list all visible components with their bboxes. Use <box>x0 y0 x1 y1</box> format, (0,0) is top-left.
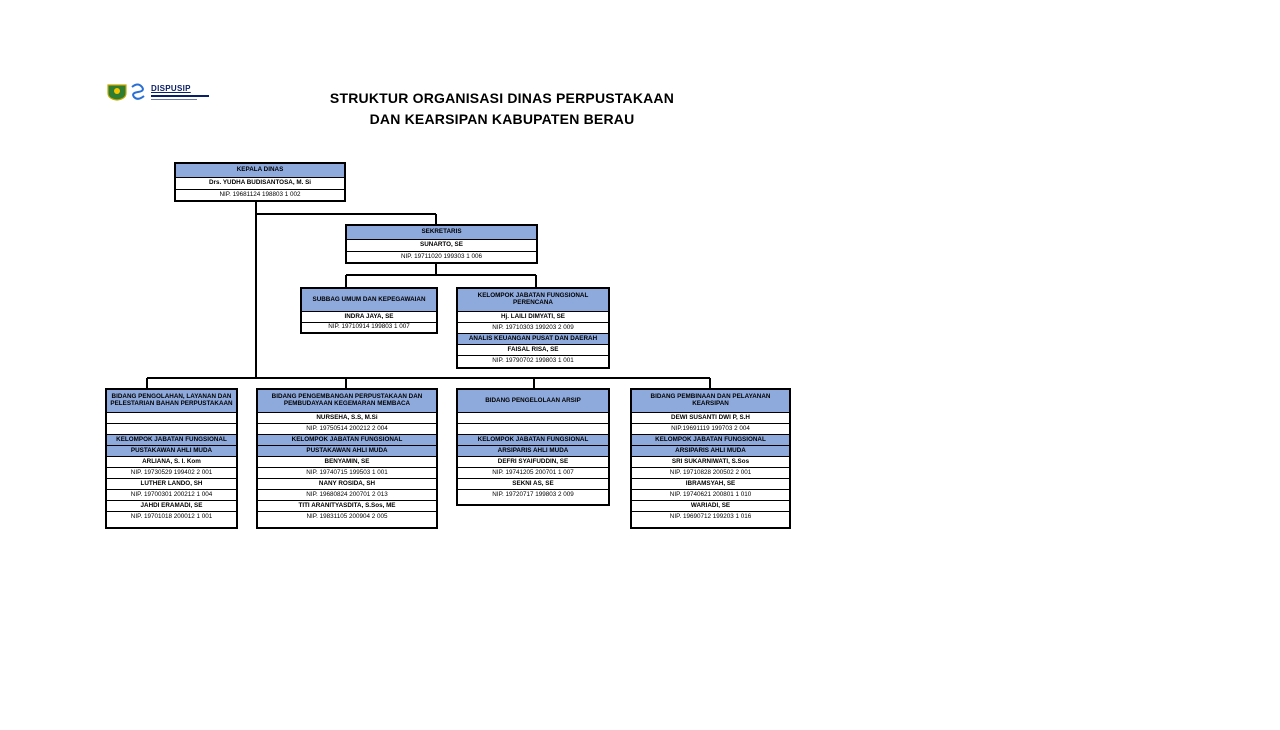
bidang4-header: BIDANG PEMBINAAN DAN PELAYANAN KEARSIPAN <box>632 390 789 413</box>
bidang-pengelolaan-arsip-box: BIDANG PENGELOLAAN ARSIP KELOMPOK JABATA… <box>456 388 610 506</box>
member-name: TITI ARANITYASDITA, S.Sos, ME <box>258 501 436 512</box>
member-nip: NIP. 19831105 200904 2 005 <box>306 513 388 521</box>
bidang2-head-name: NURSEHA, S.S, M.Si <box>258 413 436 424</box>
member-name: IBRAMSYAH, SE <box>632 479 789 490</box>
analis-name: FAISAL RISA, SE <box>458 345 608 356</box>
brand-name: DISPUSIP <box>151 83 191 93</box>
bidang1-empty-row <box>107 424 236 435</box>
member-name: NANY ROSIDA, SH <box>258 479 436 490</box>
member-nip: NIP. 19710828 200502 2 001 <box>632 468 789 479</box>
bidang2-group-sub: PUSTAKAWAN AHLI MUDA <box>258 446 436 457</box>
member-name: LUTHER LANDO, SH <box>107 479 236 490</box>
sekretaris-nip: NIP. 19711020 199303 1 006 <box>400 252 482 260</box>
subbag-nip: NIP. 19710914 199803 1 007 <box>328 323 410 331</box>
berau-emblem-icon <box>107 84 127 101</box>
brand-block: DISPUSIP <box>151 83 209 100</box>
bidang4-head-name: DEWI SUSANTI DWI P, S.H <box>632 413 789 424</box>
bidang1-header: BIDANG PENGOLAHAN, LAYANAN DAN PELESTARI… <box>107 390 236 413</box>
analis-nip: NIP. 19790702 199803 1 001 <box>492 357 574 365</box>
member-nip: NIP. 19720717 199803 2 009 <box>492 491 574 499</box>
bidang3-header: BIDANG PENGELOLAAN ARSIP <box>458 390 608 413</box>
kepala-name: Drs. YUDHA BUDISANTOSA, M. Si <box>176 178 344 190</box>
member-nip: NIP. 19730529 199402 2 001 <box>107 468 236 479</box>
member-nip: NIP. 19740621 200801 1 010 <box>632 490 789 501</box>
bidang1-empty-row <box>107 413 236 424</box>
brand-subline <box>151 98 197 100</box>
brand-underline <box>151 94 209 97</box>
sekretaris-name: SUNARTO, SE <box>347 240 536 252</box>
member-name: JAHDI ERAMADI, SE <box>107 501 236 512</box>
bidang-pengolahan-box: BIDANG PENGOLAHAN, LAYANAN DAN PELESTARI… <box>105 388 238 529</box>
bidang-pengembangan-box: BIDANG PENGEMBANGAN PERPUSTAKAAN DAN PEM… <box>256 388 438 529</box>
perencana-nip: NIP. 19710303 199203 2 009 <box>458 323 608 334</box>
bidang-pembinaan-box: BIDANG PEMBINAAN DAN PELAYANAN KEARSIPAN… <box>630 388 791 529</box>
sekretaris-box: SEKRETARIS SUNARTO, SE NIP. 19711020 199… <box>345 224 538 264</box>
bidang1-group-header: KELOMPOK JABATAN FUNGSIONAL <box>107 435 236 446</box>
bidang4-group-header: KELOMPOK JABATAN FUNGSIONAL <box>632 435 789 446</box>
bidang3-group-header: KELOMPOK JABATAN FUNGSIONAL <box>458 435 608 446</box>
member-name: ARLIANA, S. I. Kom <box>107 457 236 468</box>
bidang3-empty-row <box>458 413 608 424</box>
member-nip: NIP. 19700301 200212 1 004 <box>107 490 236 501</box>
member-nip: NIP. 19701018 200012 1 001 <box>130 513 213 521</box>
bidang2-head-nip: NIP. 19750514 200212 2 004 <box>258 424 436 435</box>
bidang4-head-nip: NIP.19691119 199703 2 004 <box>632 424 789 435</box>
bidang4-group-sub: ARSIPARIS AHLI MUDA <box>632 446 789 457</box>
member-name: WARIADI, SE <box>632 501 789 512</box>
dispusip-swirl-icon <box>131 83 145 100</box>
member-nip: NIP. 19690712 199203 1 016 <box>669 513 752 521</box>
member-nip: NIP. 19680824 200701 2 013 <box>258 490 436 501</box>
dispusip-logo: DISPUSIP <box>106 82 210 102</box>
page-title-line-1: STRUKTUR ORGANISASI DINAS PERPUSTAKAAN <box>329 90 675 106</box>
member-name: SEKNI AS, SE <box>458 479 608 490</box>
member-nip: NIP. 19741205 200701 1 007 <box>458 468 608 479</box>
bidang3-empty-row <box>458 424 608 435</box>
perencana-box: KELOMPOK JABATAN FUNGSIONAL PERENCANA Hj… <box>456 287 610 369</box>
bidang2-group-header: KELOMPOK JABATAN FUNGSIONAL <box>258 435 436 446</box>
subbag-umum-box: SUBBAG UMUM DAN KEPEGAWAIAN INDRA JAYA, … <box>300 287 438 334</box>
sekretaris-header: SEKRETARIS <box>347 226 536 240</box>
bidang1-group-sub: PUSTAKAWAN AHLI MUDA <box>107 446 236 457</box>
perencana-header: KELOMPOK JABATAN FUNGSIONAL PERENCANA <box>458 289 608 312</box>
kepala-nip: NIP. 19681124 198803 1 002 <box>219 190 301 198</box>
subbag-header: SUBBAG UMUM DAN KEPEGAWAIAN <box>302 289 436 312</box>
kepala-header: KEPALA DINAS <box>176 164 344 178</box>
member-name: DEFRI SYAIFUDDIN, SE <box>458 457 608 468</box>
kepala-dinas-box: KEPALA DINAS Drs. YUDHA BUDISANTOSA, M. … <box>174 162 346 202</box>
analis-header: ANALIS KEUANGAN PUSAT DAN DAERAH <box>458 334 608 345</box>
bidang3-group-sub: ARSIPARIS AHLI MUDA <box>458 446 608 457</box>
page-title-line-2: DAN KEARSIPAN KABUPATEN BERAU <box>369 111 635 127</box>
member-name: SRI SUKARNIWATI, S.Sos <box>632 457 789 468</box>
member-name: BENYAMIN, SE <box>258 457 436 468</box>
subbag-name: INDRA JAYA, SE <box>302 312 436 323</box>
bidang2-header: BIDANG PENGEMBANGAN PERPUSTAKAAN DAN PEM… <box>258 390 436 413</box>
member-nip: NIP. 19740715 199503 1 001 <box>258 468 436 479</box>
perencana-name: Hj. LAILI DIMYATI, SE <box>458 312 608 323</box>
